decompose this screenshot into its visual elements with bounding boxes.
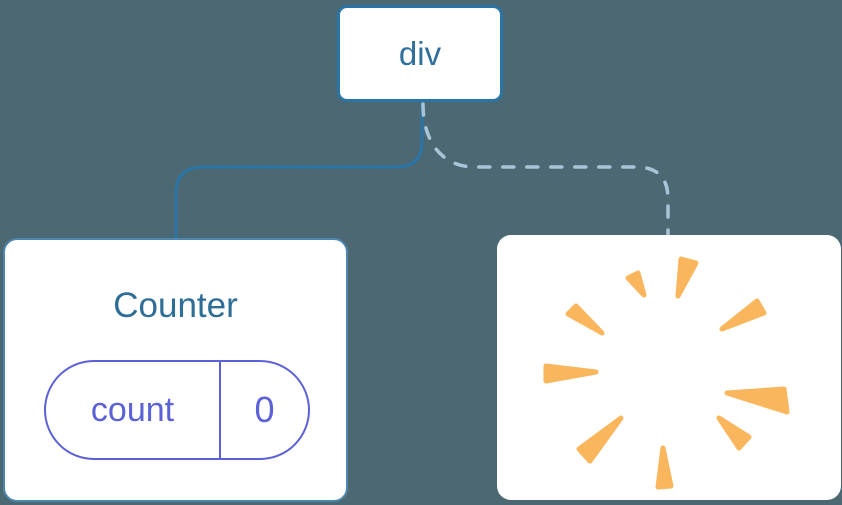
tree-node-div: div	[337, 5, 503, 102]
state-pill: count 0	[44, 360, 310, 460]
counter-component-title: Counter	[113, 286, 238, 325]
counter-component-card: Counter count 0	[3, 238, 348, 502]
poof-icon	[543, 256, 790, 490]
state-value-label: 0	[254, 389, 275, 430]
state-key-label: count	[46, 362, 221, 458]
tree-node-div-label: div	[398, 34, 442, 72]
connector-solid-line	[174, 98, 424, 242]
connector-dashed-line	[421, 102, 670, 237]
removed-component-card	[497, 235, 841, 500]
